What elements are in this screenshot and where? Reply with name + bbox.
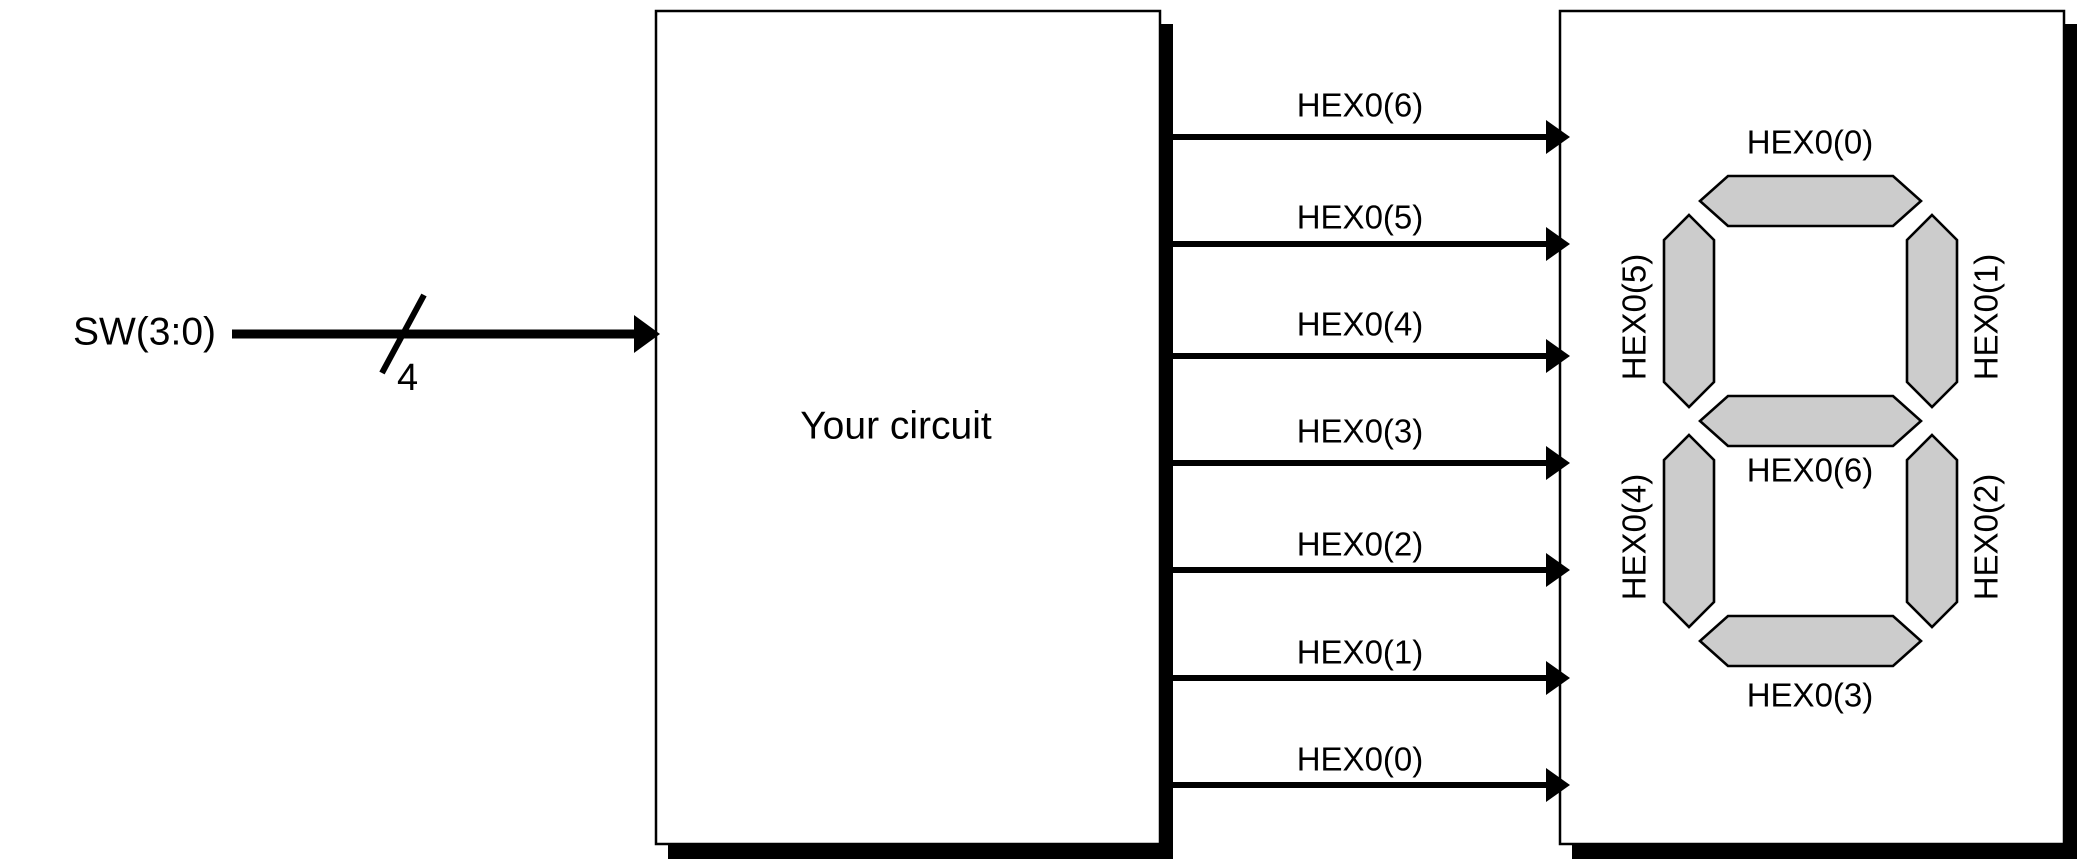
wire-label-hex0-5: HEX0(5) xyxy=(1297,199,1424,236)
wire-label-hex0-0: HEX0(0) xyxy=(1297,741,1424,778)
segment-label-top-right: HEX0(1) xyxy=(1968,254,2005,381)
wire-hex0-4-arrowhead xyxy=(1546,339,1570,373)
wire-label-hex0-6: HEX0(6) xyxy=(1297,87,1424,124)
segment-label-middle: HEX0(6) xyxy=(1747,452,1874,489)
circuit-box-shadow-bottom xyxy=(668,845,1173,859)
segment-bottom-right[interactable] xyxy=(1905,433,1959,629)
wire-label-hex0-4: HEX0(4) xyxy=(1297,306,1424,343)
segment-label-bottom: HEX0(3) xyxy=(1747,677,1874,714)
input-port-label: SW(3:0) xyxy=(73,310,216,353)
wire-label-hex0-1: HEX0(1) xyxy=(1297,634,1424,671)
circuit-box[interactable] xyxy=(654,9,1162,846)
circuit-box-label: Your circuit xyxy=(800,404,992,447)
bus-width-label: 4 xyxy=(397,357,418,399)
wire-hex0-0-arrowhead xyxy=(1546,768,1570,802)
bus-width-slash-icon xyxy=(379,293,427,375)
display-box-shadow-right xyxy=(2063,24,2077,859)
wire-label-hex0-2: HEX0(2) xyxy=(1297,526,1424,563)
wire-hex0-3-arrowhead xyxy=(1546,446,1570,480)
wire-label-hex0-3: HEX0(3) xyxy=(1297,413,1424,450)
segment-bottom-left[interactable] xyxy=(1662,433,1716,629)
segment-bottom[interactable] xyxy=(1698,614,1923,668)
wire-hex0-1-arrowhead xyxy=(1546,661,1570,695)
segment-top[interactable] xyxy=(1698,174,1923,228)
display-box-shadow-bottom xyxy=(1572,845,2077,859)
segment-label-bottom-right: HEX0(2) xyxy=(1968,474,2005,601)
segment-label-top-left: HEX0(5) xyxy=(1616,254,1653,381)
segment-label-bottom-left: HEX0(4) xyxy=(1616,474,1653,601)
circuit-box-shadow-right xyxy=(1159,24,1173,859)
input-bus-arrowhead xyxy=(634,315,660,353)
segment-label-top: HEX0(0) xyxy=(1747,124,1874,161)
wire-hex0-6-arrowhead xyxy=(1546,120,1570,154)
segment-top-left[interactable] xyxy=(1662,213,1716,409)
wire-hex0-5-arrowhead xyxy=(1546,227,1570,261)
wire-hex0-2-arrowhead xyxy=(1546,553,1570,587)
segment-top-right[interactable] xyxy=(1905,213,1959,409)
segment-middle[interactable] xyxy=(1698,394,1923,448)
